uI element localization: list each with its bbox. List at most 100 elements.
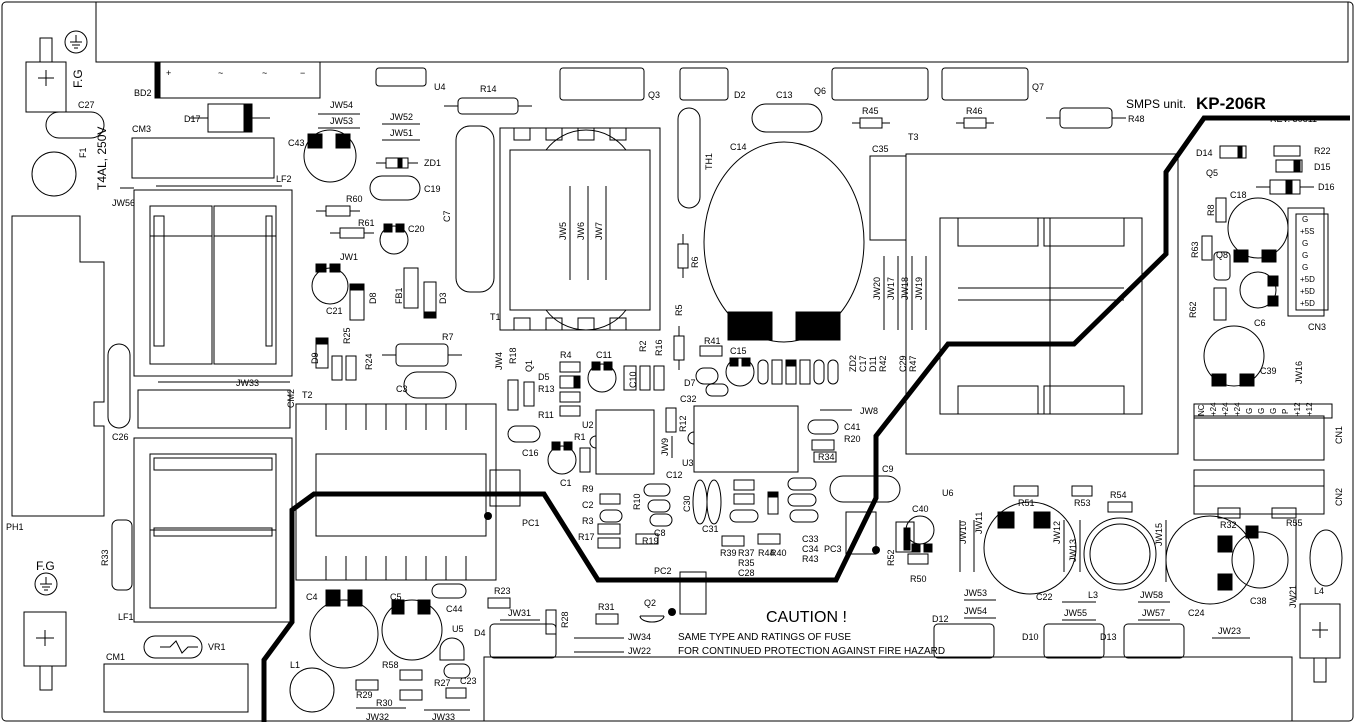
cn1-pin-9: +12 [1293,402,1302,416]
ref-R33: R33 [100,549,110,566]
ref-R52: R52 [886,549,896,566]
ref-D8: D8 [368,292,378,304]
ref-R55: R55 [1286,518,1303,528]
model-number: KP-206R [1196,94,1266,113]
cn1-pin-5: G [1245,408,1254,414]
ref-JW15: JW15 [1154,523,1164,546]
ref-JW9: JW9 [660,438,670,456]
ref-R12: R12 [678,415,688,432]
ref-C3: C3 [396,384,408,394]
ref-T1: T1 [490,312,501,322]
ref-R29: R29 [356,690,373,700]
ref-JW33-bottom: JW33 [432,712,455,722]
ref-C11: C11 [596,350,612,360]
ref-C39: C39 [1260,366,1277,376]
ref-R9: R9 [582,484,594,494]
bridge-mark-minus: − [300,68,305,78]
unit-label: SMPS unit. [1126,97,1186,111]
C14-body [703,141,865,343]
ref-R54: R54 [1110,490,1127,500]
ref-C1: C1 [560,478,572,488]
ref-JW4: JW4 [494,352,504,370]
ref-R42: R42 [878,355,888,372]
ref-Q3: Q3 [648,90,660,100]
PH1-body [11,215,105,517]
ref-C10: C10 [628,371,638,388]
ref-R20: R20 [844,434,861,444]
ref-C21: C21 [326,306,343,316]
ref-R37: R37 [738,548,755,558]
ref-JW12: JW12 [1052,521,1062,544]
ref-JW13: JW13 [1068,539,1078,562]
ref-L3: L3 [1088,590,1098,600]
caution-line-1: SAME TYPE AND RATINGS OF FUSE [678,632,851,643]
ref-D15: D15 [1314,162,1331,172]
ref-JW34: JW34 [628,632,651,642]
ref-R19: R19 [642,536,659,546]
ref-C29: C29 [898,355,908,372]
cn3-pin-3: G [1302,239,1308,248]
ref-C9: C9 [882,464,894,474]
ref-JW52: JW52 [390,112,413,122]
ref-D14: D14 [1196,148,1213,158]
ref-JW1: JW1 [340,252,358,262]
ref-JW7: JW7 [594,222,604,240]
ref-R24: R24 [364,353,374,370]
ref-L1: L1 [290,660,300,670]
ref-R45: R45 [862,106,879,116]
ref-CN3: CN3 [1308,322,1326,332]
ref-D17: D17 [184,114,201,124]
ref-R5: R5 [674,304,684,316]
ref-C20: C20 [408,224,425,234]
ref-ZD2: ZD2 [848,355,858,372]
ref-C35: C35 [872,144,889,154]
cn1-pin-7: G [1269,408,1278,414]
cn3-pin-4: G [1302,251,1308,260]
ref-R48: R48 [1128,114,1145,124]
ref-CN1: CN1 [1334,426,1344,444]
ref-R47: R47 [908,355,918,372]
ref-D3: D3 [438,292,448,304]
ref-D13: D13 [1100,632,1117,642]
fg-label-left: F.G [36,559,55,573]
ref-R14: R14 [480,84,497,94]
ref-FB1: FB1 [394,287,404,304]
ref-R13: R13 [538,384,555,394]
cn1-pin-3: +24 [1221,402,1230,416]
ref-JW21: JW21 [1288,585,1298,608]
cn1-pin-10: +12 [1305,402,1314,416]
ref-R44: R44 [758,548,775,558]
ref-CM1: CM1 [106,652,125,662]
ref-R46: R46 [966,106,983,116]
cn1-pin-2: +24 [1209,402,1218,416]
ref-U4: U4 [434,82,446,92]
ref-C26-cap: C26 [112,432,129,442]
ref-D7: D7 [684,378,696,388]
ref-R41: R41 [704,336,721,346]
LF2-body [133,189,293,377]
ref-R40: R40 [770,548,787,558]
ref-R3: R3 [582,516,594,526]
ref-D16: D16 [1318,182,1335,192]
ref-Q1: Q1 [524,360,534,372]
D2-body [679,67,729,101]
ref-JW18: JW18 [900,277,910,300]
ref-D5: D5 [538,372,550,382]
ref-Q6: Q6 [814,86,826,96]
Q7-body [941,67,1029,101]
ref-JW20: JW20 [872,277,882,300]
ref-C13: C13 [776,90,793,100]
ref-BD2: BD2 [134,88,152,98]
ref-U5: U5 [452,624,464,634]
ref-JW54-bottom: JW54 [964,606,987,616]
ref-R10: R10 [632,493,642,510]
ref-C7: C7 [442,210,452,222]
ref-R61: R61 [358,218,375,228]
ref-R18: R18 [508,347,518,364]
ref-C16: C16 [522,448,539,458]
ref-C6: C6 [1254,318,1266,328]
ref-C5: C5 [390,592,402,602]
ref-F1: F1 [78,147,88,158]
ref-C12: C12 [666,470,683,480]
